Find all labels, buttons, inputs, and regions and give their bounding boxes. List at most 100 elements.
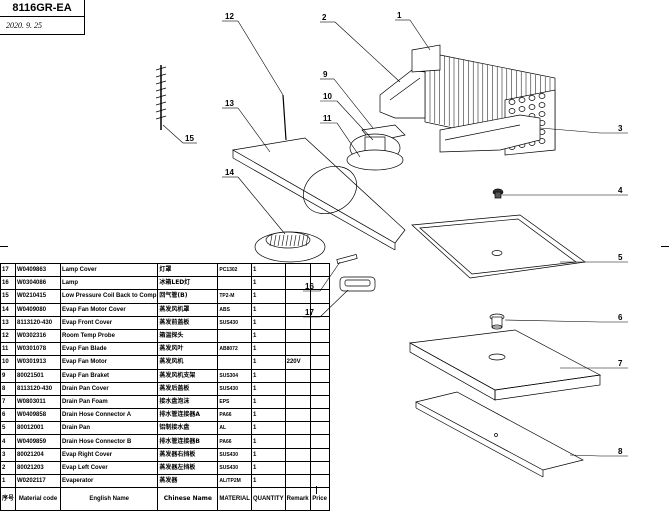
cell-remark — [284, 408, 311, 423]
cell-en: Evap Fan Braket — [60, 368, 159, 383]
cell-cn: 接水盘泡沫 — [157, 394, 219, 410]
cell-remark — [284, 460, 311, 476]
cell-no: 10 — [0, 355, 17, 370]
cell-price — [309, 276, 330, 291]
part-evap-fan-motor-cover — [254, 231, 326, 263]
cell-no: 8 — [0, 381, 17, 396]
cell-qty: 1 — [250, 447, 286, 462]
cell-price — [309, 262, 330, 278]
cell-en: Evap Fan Blade — [60, 342, 159, 357]
cell-code: 8113120-430 — [15, 315, 62, 330]
part-lamp-cover — [339, 276, 376, 292]
cell-remark — [284, 342, 311, 357]
cell-price — [309, 434, 330, 449]
cell-price — [309, 302, 330, 317]
cell-remark — [284, 473, 311, 489]
cell-price: Price — [309, 487, 330, 511]
cell-cn: 蒸发风机罩 — [157, 302, 219, 317]
cell-qty: 1 — [250, 315, 286, 330]
cell-cn: 排水管连接器A — [157, 408, 219, 423]
cell-mat: SUS430 — [217, 315, 252, 330]
callout-4: 4 — [618, 186, 623, 195]
callout-1: 1 — [397, 11, 402, 20]
cell-no: 1 — [0, 473, 17, 489]
cell-no: 7 — [0, 394, 17, 410]
cell-qty: 1 — [250, 302, 286, 317]
cell-mat: TP2-M — [217, 289, 252, 304]
cell-qty: 1 — [250, 381, 286, 396]
cell-no: 16 — [0, 276, 17, 291]
cell-en: Drain Hose Connector B — [60, 434, 159, 449]
cell-en: Drain Pan — [60, 421, 159, 436]
cell-remark: Remark — [284, 487, 311, 511]
cell-remark — [284, 302, 311, 317]
callout-8: 8 — [618, 447, 623, 456]
margin-tick-right — [661, 246, 669, 247]
part-drain-hose-connector-a — [489, 313, 505, 330]
cell-qty: 1 — [250, 473, 286, 489]
cell-cn: 灯罩 — [157, 262, 219, 278]
cell-code: W0301078 — [15, 342, 62, 357]
cell-remark — [284, 315, 311, 330]
cell-cn: Chinese Name — [157, 487, 219, 511]
callout-15: 15 — [185, 134, 194, 143]
callout-11: 11 — [323, 114, 332, 123]
cell-cn: 蒸发器右挡板 — [157, 447, 219, 462]
cell-qty: 1 — [250, 368, 286, 383]
cell-en: Evap Fan Motor Cover — [60, 302, 159, 317]
cell-mat: SUS430 — [217, 381, 252, 396]
callout-2: 2 — [322, 13, 327, 22]
cell-mat: SUS430 — [217, 447, 252, 462]
cell-en: Evap Right Cover — [60, 447, 159, 462]
cell-mat — [217, 355, 252, 370]
cell-price — [309, 421, 330, 436]
cell-code: W0409859 — [15, 434, 62, 449]
cell-code: W0409863 — [15, 262, 62, 278]
cell-cn: 蒸发器左挡板 — [157, 460, 219, 476]
cell-en: Low Pressure Coil Back to Comp — [60, 289, 159, 304]
part-evap-fan-assembly — [346, 124, 406, 171]
cell-qty: 1 — [250, 355, 286, 370]
cell-code: W0803011 — [15, 394, 62, 410]
cell-remark — [284, 262, 311, 278]
part-drain-hose-connector-b — [492, 188, 504, 199]
cell-code: W0409858 — [15, 408, 62, 423]
cell-code: W0202117 — [15, 473, 62, 489]
cell-cn: 箱温探头 — [157, 328, 219, 344]
cell-en: Evap Left Cover — [60, 460, 159, 476]
cell-price — [309, 355, 330, 370]
callout-14: 14 — [225, 168, 234, 177]
cell-qty: 1 — [250, 262, 286, 278]
cell-cn: 回气管(B) — [157, 289, 219, 304]
cell-price — [309, 315, 330, 330]
cell-price — [309, 408, 330, 423]
callout-13: 13 — [225, 99, 234, 108]
cell-qty: 1 — [250, 328, 286, 344]
model-number: 8116GR-EA — [0, 0, 84, 17]
part-evap-front-cover — [231, 137, 406, 251]
callout-9: 9 — [323, 70, 328, 79]
cell-mat: MATERIAL — [217, 487, 252, 511]
cell-no: 14 — [0, 302, 17, 317]
cell-price — [309, 328, 330, 344]
cell-cn: 蒸发风叶 — [157, 342, 219, 357]
cell-no: 序号 — [0, 487, 17, 511]
cell-cn: 蒸发后盖板 — [157, 381, 219, 396]
cell-qty: 1 — [250, 408, 286, 423]
cell-no: 6 — [0, 408, 17, 423]
cell-cn: 蒸发器 — [157, 473, 219, 489]
cell-price — [309, 447, 330, 462]
cell-en: Evaperator — [60, 473, 159, 489]
cell-no: 13 — [0, 315, 17, 330]
